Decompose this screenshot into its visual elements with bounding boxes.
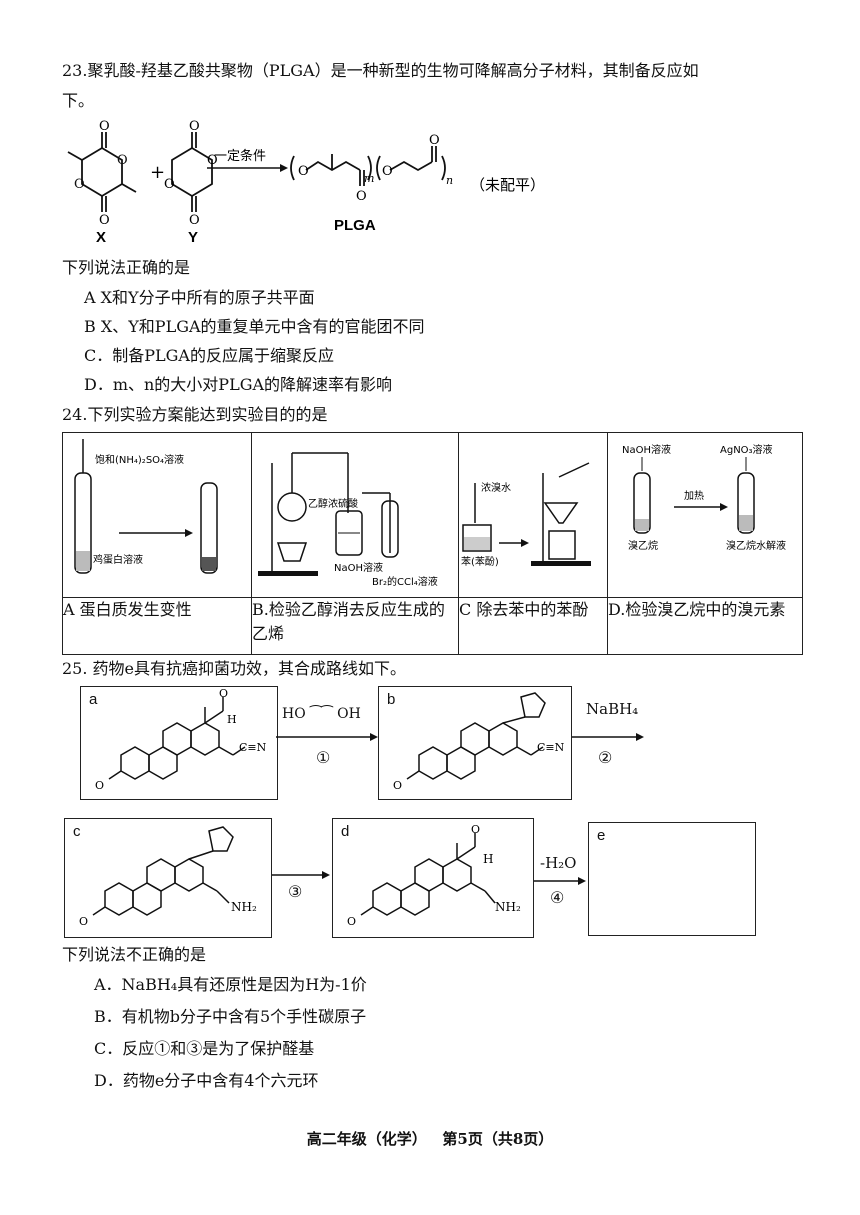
sample-d2: 溴乙烷水解液	[726, 539, 786, 552]
trap-b: NaOH溶液	[334, 561, 383, 574]
step3-number: ③	[288, 882, 303, 901]
caption-a: A 蛋白质发生变性	[62, 597, 252, 655]
reaction-condition: 一定条件	[214, 148, 266, 164]
svg-text:O: O	[347, 915, 356, 928]
compound-box-d: d O H NH₂ O	[332, 818, 534, 938]
q23-option-a: A X和Y分子中所有的原子共平面	[84, 288, 315, 307]
q25-option-b: B．有机物b分子中含有5个手性碳原子	[94, 1007, 367, 1026]
svg-text:O: O	[99, 213, 110, 228]
svg-text:O: O	[189, 119, 200, 134]
sample-d1: 溴乙烷	[628, 539, 658, 552]
structure-plga	[290, 146, 446, 186]
fig-cell-d: NaOH溶液 溴乙烷 加热 AgNO₃溶液 溴乙烷水解液	[607, 432, 803, 598]
label-x: X	[96, 229, 106, 246]
structure-y	[171, 132, 213, 212]
svg-text:NH₂: NH₂	[495, 900, 521, 914]
reagent-ethylene-glycol: HO ⁀⁀ OH	[282, 706, 361, 722]
test-b: Br₂的CCl₄溶液	[372, 575, 438, 588]
box-label-b: b	[387, 691, 396, 708]
figure-c: 浓溴水 苯(苯酚)	[461, 462, 591, 568]
unbalanced-note: （未配平）	[470, 176, 545, 194]
fig-cell-a: 饱和(NH₄)₂SO₄溶液 鸡蛋白溶液	[62, 432, 252, 598]
svg-text:O: O	[79, 915, 88, 928]
label-y: Y	[188, 229, 198, 246]
sample-a: 鸡蛋白溶液	[93, 553, 143, 566]
figure-d: NaOH溶液 溴乙烷 加热 AgNO₃溶液 溴乙烷水解液	[622, 443, 786, 552]
svg-text:C≡N: C≡N	[239, 741, 267, 754]
caption-d: D.检验溴乙烷中的溴元素	[607, 597, 803, 655]
svg-text:O: O	[164, 177, 175, 192]
arrow-step1	[276, 733, 378, 741]
svg-text:O: O	[393, 779, 402, 792]
svg-text:O: O	[219, 687, 228, 700]
reagent-c: 浓溴水	[481, 481, 511, 494]
svg-text:O: O	[207, 153, 218, 168]
box-label-e: e	[597, 827, 606, 844]
caption-b: B.检验乙醇消去反应生成的乙烯	[251, 597, 459, 655]
step-d: 加热	[684, 489, 704, 502]
q23-stem-line1: 23.聚乳酸-羟基乙酸共聚物（PLGA）是一种新型的生物可降解高分子材料，其制备…	[62, 61, 699, 80]
svg-text:O: O	[429, 133, 440, 148]
compound-box-b: b C≡N O	[378, 686, 572, 800]
plus-sign: +	[150, 162, 165, 183]
q23-option-d: D．m、n的大小对PLGA的降解速率有影响	[84, 375, 393, 394]
svg-text:O: O	[117, 153, 128, 168]
compound-box-a: a O H C≡N O	[80, 686, 278, 800]
compound-box-e: e	[588, 822, 756, 936]
reagent-dehydration: -H₂O	[540, 854, 577, 872]
svg-text:O: O	[298, 164, 309, 179]
svg-text:O: O	[189, 213, 200, 228]
subscript-n: n	[446, 174, 453, 187]
box-label-a: a	[89, 691, 98, 708]
fig-cell-c: 浓溴水 苯(苯酚)	[458, 432, 608, 598]
label-plga: PLGA	[334, 217, 376, 234]
page-footer: 高二年级（化学） 第5页（共8页）	[306, 1130, 554, 1148]
svg-text:O: O	[74, 177, 85, 192]
structure-x	[67, 132, 137, 212]
step2-number: ②	[598, 748, 613, 767]
figure-b: 乙醇浓硫酸 NaOH溶液 Br₂的CCl₄溶液	[258, 452, 438, 588]
q25-prompt: 下列说法不正确的是	[62, 945, 207, 964]
reagent-a: 饱和(NH₄)₂SO₄溶液	[95, 453, 184, 466]
svg-text:O: O	[471, 823, 480, 836]
arrow-step3	[272, 871, 330, 879]
svg-text:NH₂: NH₂	[231, 900, 257, 914]
reagent-b: 乙醇浓硫酸	[308, 497, 358, 510]
subscript-m: m	[364, 172, 374, 185]
reagent-d2: AgNO₃溶液	[720, 443, 773, 456]
box-label-d: d	[341, 823, 350, 840]
q23-option-c: C．制备PLGA的反应属于缩聚反应	[84, 346, 334, 365]
q24-experiment-table: 饱和(NH₄)₂SO₄溶液 鸡蛋白溶液 乙醇浓硫酸 NaOH溶液	[62, 432, 803, 655]
caption-c: C 除去苯中的苯酚	[458, 597, 608, 655]
q24-stem: 24.下列实验方案能达到实验目的的是	[62, 405, 328, 424]
reagent-d1: NaOH溶液	[622, 443, 671, 456]
compound-box-c: c NH₂ O	[64, 818, 272, 938]
q25-stem: 25. 药物e具有抗癌抑菌功效，其合成路线如下。	[62, 659, 407, 678]
fig-cell-b: 乙醇浓硫酸 NaOH溶液 Br₂的CCl₄溶液	[251, 432, 459, 598]
q25-option-a: A．NaBH₄具有还原性是因为H为-1价	[94, 975, 367, 994]
svg-text:O: O	[95, 779, 104, 792]
q23-prompt: 下列说法正确的是	[62, 258, 191, 277]
figure-a: 饱和(NH₄)₂SO₄溶液 鸡蛋白溶液	[74, 439, 218, 574]
arrow-step4	[534, 877, 586, 885]
svg-text:O: O	[356, 189, 367, 204]
q25-option-c: C．反应①和③是为了保护醛基	[94, 1039, 315, 1058]
q23-reaction-scheme: O O O O X + O O O O Y 一定条件 O O O O m n P…	[67, 119, 545, 246]
svg-text:O: O	[382, 164, 393, 179]
q23-stem-line2: 下。	[62, 91, 95, 110]
box-label-c: c	[73, 823, 81, 840]
svg-text:C≡N: C≡N	[537, 741, 565, 754]
svg-text:H: H	[227, 713, 237, 726]
reagent-nabh4: NaBH₄	[586, 700, 639, 718]
sample-c: 苯(苯酚)	[461, 555, 499, 568]
q25-option-d: D．药物e分子中含有4个六元环	[94, 1071, 319, 1090]
arrow-step2	[572, 733, 644, 741]
step1-number: ①	[316, 748, 331, 767]
svg-text:O: O	[99, 119, 110, 134]
q23-option-b: B X、Y和PLGA的重复单元中含有的官能团不同	[84, 317, 425, 336]
step4-number: ④	[550, 888, 565, 907]
svg-text:H: H	[483, 852, 493, 866]
